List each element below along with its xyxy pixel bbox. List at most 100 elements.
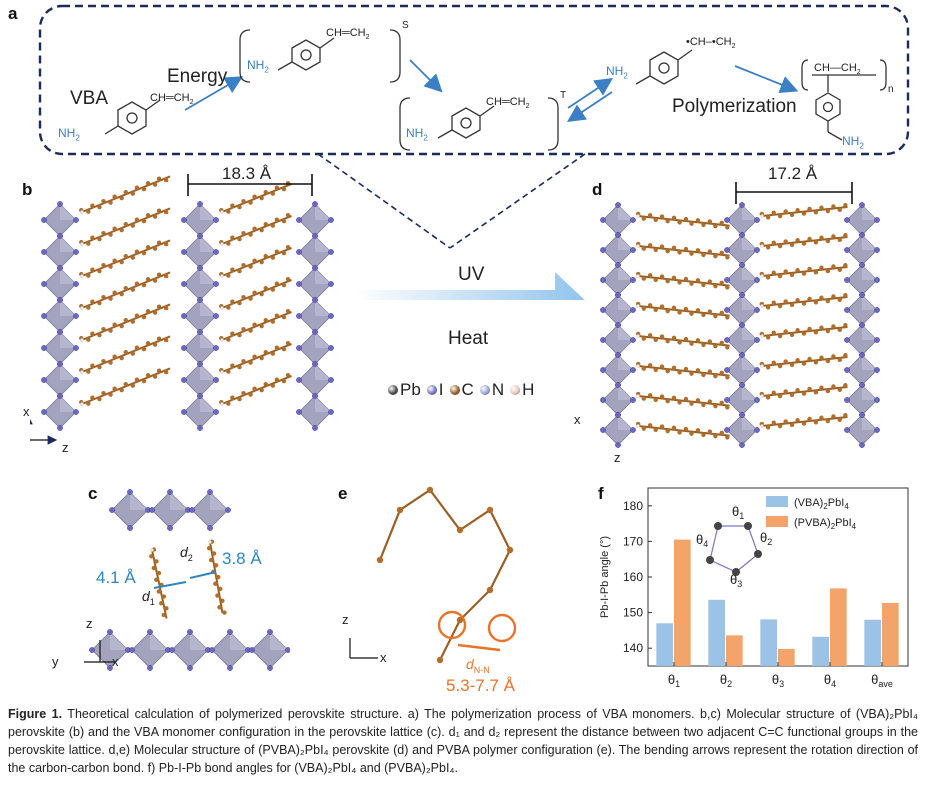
pbi6-octahedron [129, 629, 171, 671]
panel-c-label: c [88, 484, 98, 503]
organic-chain [759, 293, 848, 310]
organic-chain [759, 263, 848, 280]
pbi6-octahedron [296, 361, 334, 399]
pbi6-octahedron [600, 202, 636, 238]
panel-c-axis-z: z [86, 616, 93, 631]
panel-d-axis-z: z [614, 450, 621, 465]
organic-chain [636, 241, 730, 260]
bar [830, 588, 847, 666]
singlet-nh2: NH2 [247, 58, 269, 75]
organic-chain [79, 335, 171, 374]
radical-chain: •CH–•CH2 [686, 36, 736, 51]
organic-chain [206, 539, 227, 615]
pbi6-octahedron [724, 202, 760, 238]
energy-label: Energy [167, 66, 228, 87]
y-tick-label: 170 [623, 534, 643, 548]
energy-arrow [184, 76, 244, 111]
panel-b-structure [30, 174, 334, 445]
legend-item-n: N [479, 380, 504, 400]
polymerization-label: Polymerization [672, 96, 797, 117]
organic-chain [636, 361, 730, 380]
pbi6-octahedron [169, 629, 211, 671]
legend-item-c: C [449, 380, 474, 400]
pbi6-octahedron [296, 297, 334, 335]
theta-label: θ3 [730, 572, 742, 589]
vba-vinyl: CH═CH2 [150, 92, 194, 107]
panel-c-structure [84, 489, 290, 671]
legend-item-pb: Pb [388, 380, 421, 400]
d2-label: d2 [180, 544, 193, 563]
y-tick-label: 180 [623, 499, 643, 513]
radical-molecule [635, 49, 693, 85]
organic-chain [219, 308, 292, 342]
panel-d-label: d [592, 180, 603, 199]
pbi6-octahedron [149, 489, 191, 531]
pbi6-octahedron [181, 361, 219, 399]
pbi6-octahedron [724, 262, 760, 298]
pbi6-octahedron [41, 265, 79, 303]
bar [708, 599, 725, 666]
panel-b-label: b [22, 180, 33, 199]
triplet-nh2: NH2 [406, 126, 428, 143]
radical-nh2: NH2 [606, 64, 628, 81]
panel-c-axis-y: y [52, 654, 59, 669]
polymer-chain: CH—CH2 [814, 62, 861, 77]
x-tick-label: θ3 [772, 672, 784, 689]
organic-chain [759, 353, 848, 370]
organic-chain [219, 212, 292, 246]
pbi6-octahedron [724, 232, 760, 268]
pbi6-octahedron [209, 629, 251, 671]
organic-chain [636, 331, 730, 350]
pbi6-octahedron [181, 233, 219, 271]
organic-chain [759, 203, 848, 220]
organic-chain [149, 547, 169, 619]
legend-swatch [766, 496, 788, 507]
theta-label: θ4 [696, 532, 708, 549]
panel-b-spacing: 18.3 Å [222, 164, 272, 183]
d1-label: d1 [142, 588, 155, 607]
pbi6-octahedron [600, 262, 636, 298]
x-tick-label: θ4 [824, 672, 836, 689]
organic-chain [219, 340, 292, 374]
equilibrium-arrow-down [567, 91, 613, 122]
panel-e-label: e [338, 484, 348, 503]
vba-label: VBA [70, 88, 109, 109]
organic-chain [759, 233, 848, 250]
panel-f-label: f [598, 484, 604, 503]
pbi6-octahedron [844, 292, 880, 328]
organic-chain [219, 372, 292, 406]
pbi6-octahedron [844, 202, 880, 238]
organic-chain [759, 323, 848, 340]
x-tick-label: θ2 [720, 672, 732, 689]
equilibrium-arrow-up [567, 78, 613, 109]
x-tick-label: θave [871, 672, 893, 689]
organic-chain [219, 276, 292, 310]
organic-chain [79, 207, 171, 246]
y-tick-label: 160 [623, 570, 643, 584]
singlet-vinyl: CH═CH2 [326, 27, 370, 42]
pbi6-octahedron [181, 393, 219, 431]
organic-chain [79, 239, 171, 278]
pbi6-octahedron [89, 629, 131, 671]
legend-label: Pb [400, 380, 421, 399]
organic-chain [636, 301, 730, 320]
d2-value: 3.8 Å [222, 549, 262, 568]
legend-item-h: H [510, 380, 534, 400]
organic-chain [636, 421, 730, 440]
organic-chain [79, 303, 171, 342]
atom-dot-icon [426, 385, 437, 395]
vba-nh2: NH2 [58, 126, 80, 143]
panel-a-label: a [8, 4, 18, 23]
bar [778, 648, 795, 666]
pbi6-octahedron [181, 201, 219, 239]
pbi6-octahedron [181, 297, 219, 335]
legend-swatch [766, 516, 788, 527]
polymer-molecule [801, 59, 887, 141]
legend-label: (VBA)2PbI4 [794, 497, 849, 511]
pbi6-octahedron [844, 412, 880, 448]
legend-label: I [438, 380, 444, 399]
pbi6-octahedron [181, 329, 219, 367]
pbi6-octahedron [296, 393, 334, 431]
triplet-vinyl: CH═CH2 [486, 96, 530, 111]
